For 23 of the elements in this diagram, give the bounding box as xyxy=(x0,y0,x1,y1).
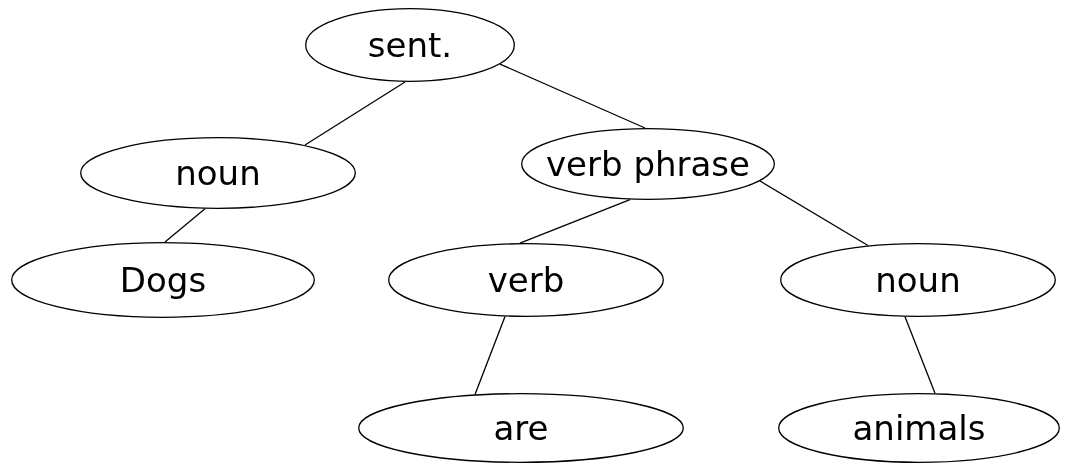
connector-line xyxy=(759,180,869,247)
node-label: noun xyxy=(175,153,261,193)
connector-line xyxy=(519,199,631,244)
connector-line xyxy=(304,81,406,146)
ellipse-node xyxy=(305,8,515,82)
ellipse-node xyxy=(521,128,775,200)
node-label: verb xyxy=(487,260,565,300)
ellipse-node xyxy=(388,243,664,317)
ellipse-node xyxy=(11,242,315,318)
connector-line xyxy=(474,315,506,396)
ellipse-node xyxy=(780,243,1056,317)
connector-line xyxy=(164,208,206,243)
node-label: verb phrase xyxy=(546,144,750,184)
ellipse-node xyxy=(358,393,684,463)
ellipse-node xyxy=(80,137,356,209)
node-label: sent. xyxy=(367,25,453,65)
node-label: animals xyxy=(852,408,986,448)
node-label: Dogs xyxy=(119,260,207,300)
node-label: are xyxy=(493,408,549,448)
connector-line xyxy=(499,63,646,129)
node-label: noun xyxy=(875,260,961,300)
connector-line xyxy=(904,316,936,394)
ellipse-node xyxy=(778,393,1060,463)
